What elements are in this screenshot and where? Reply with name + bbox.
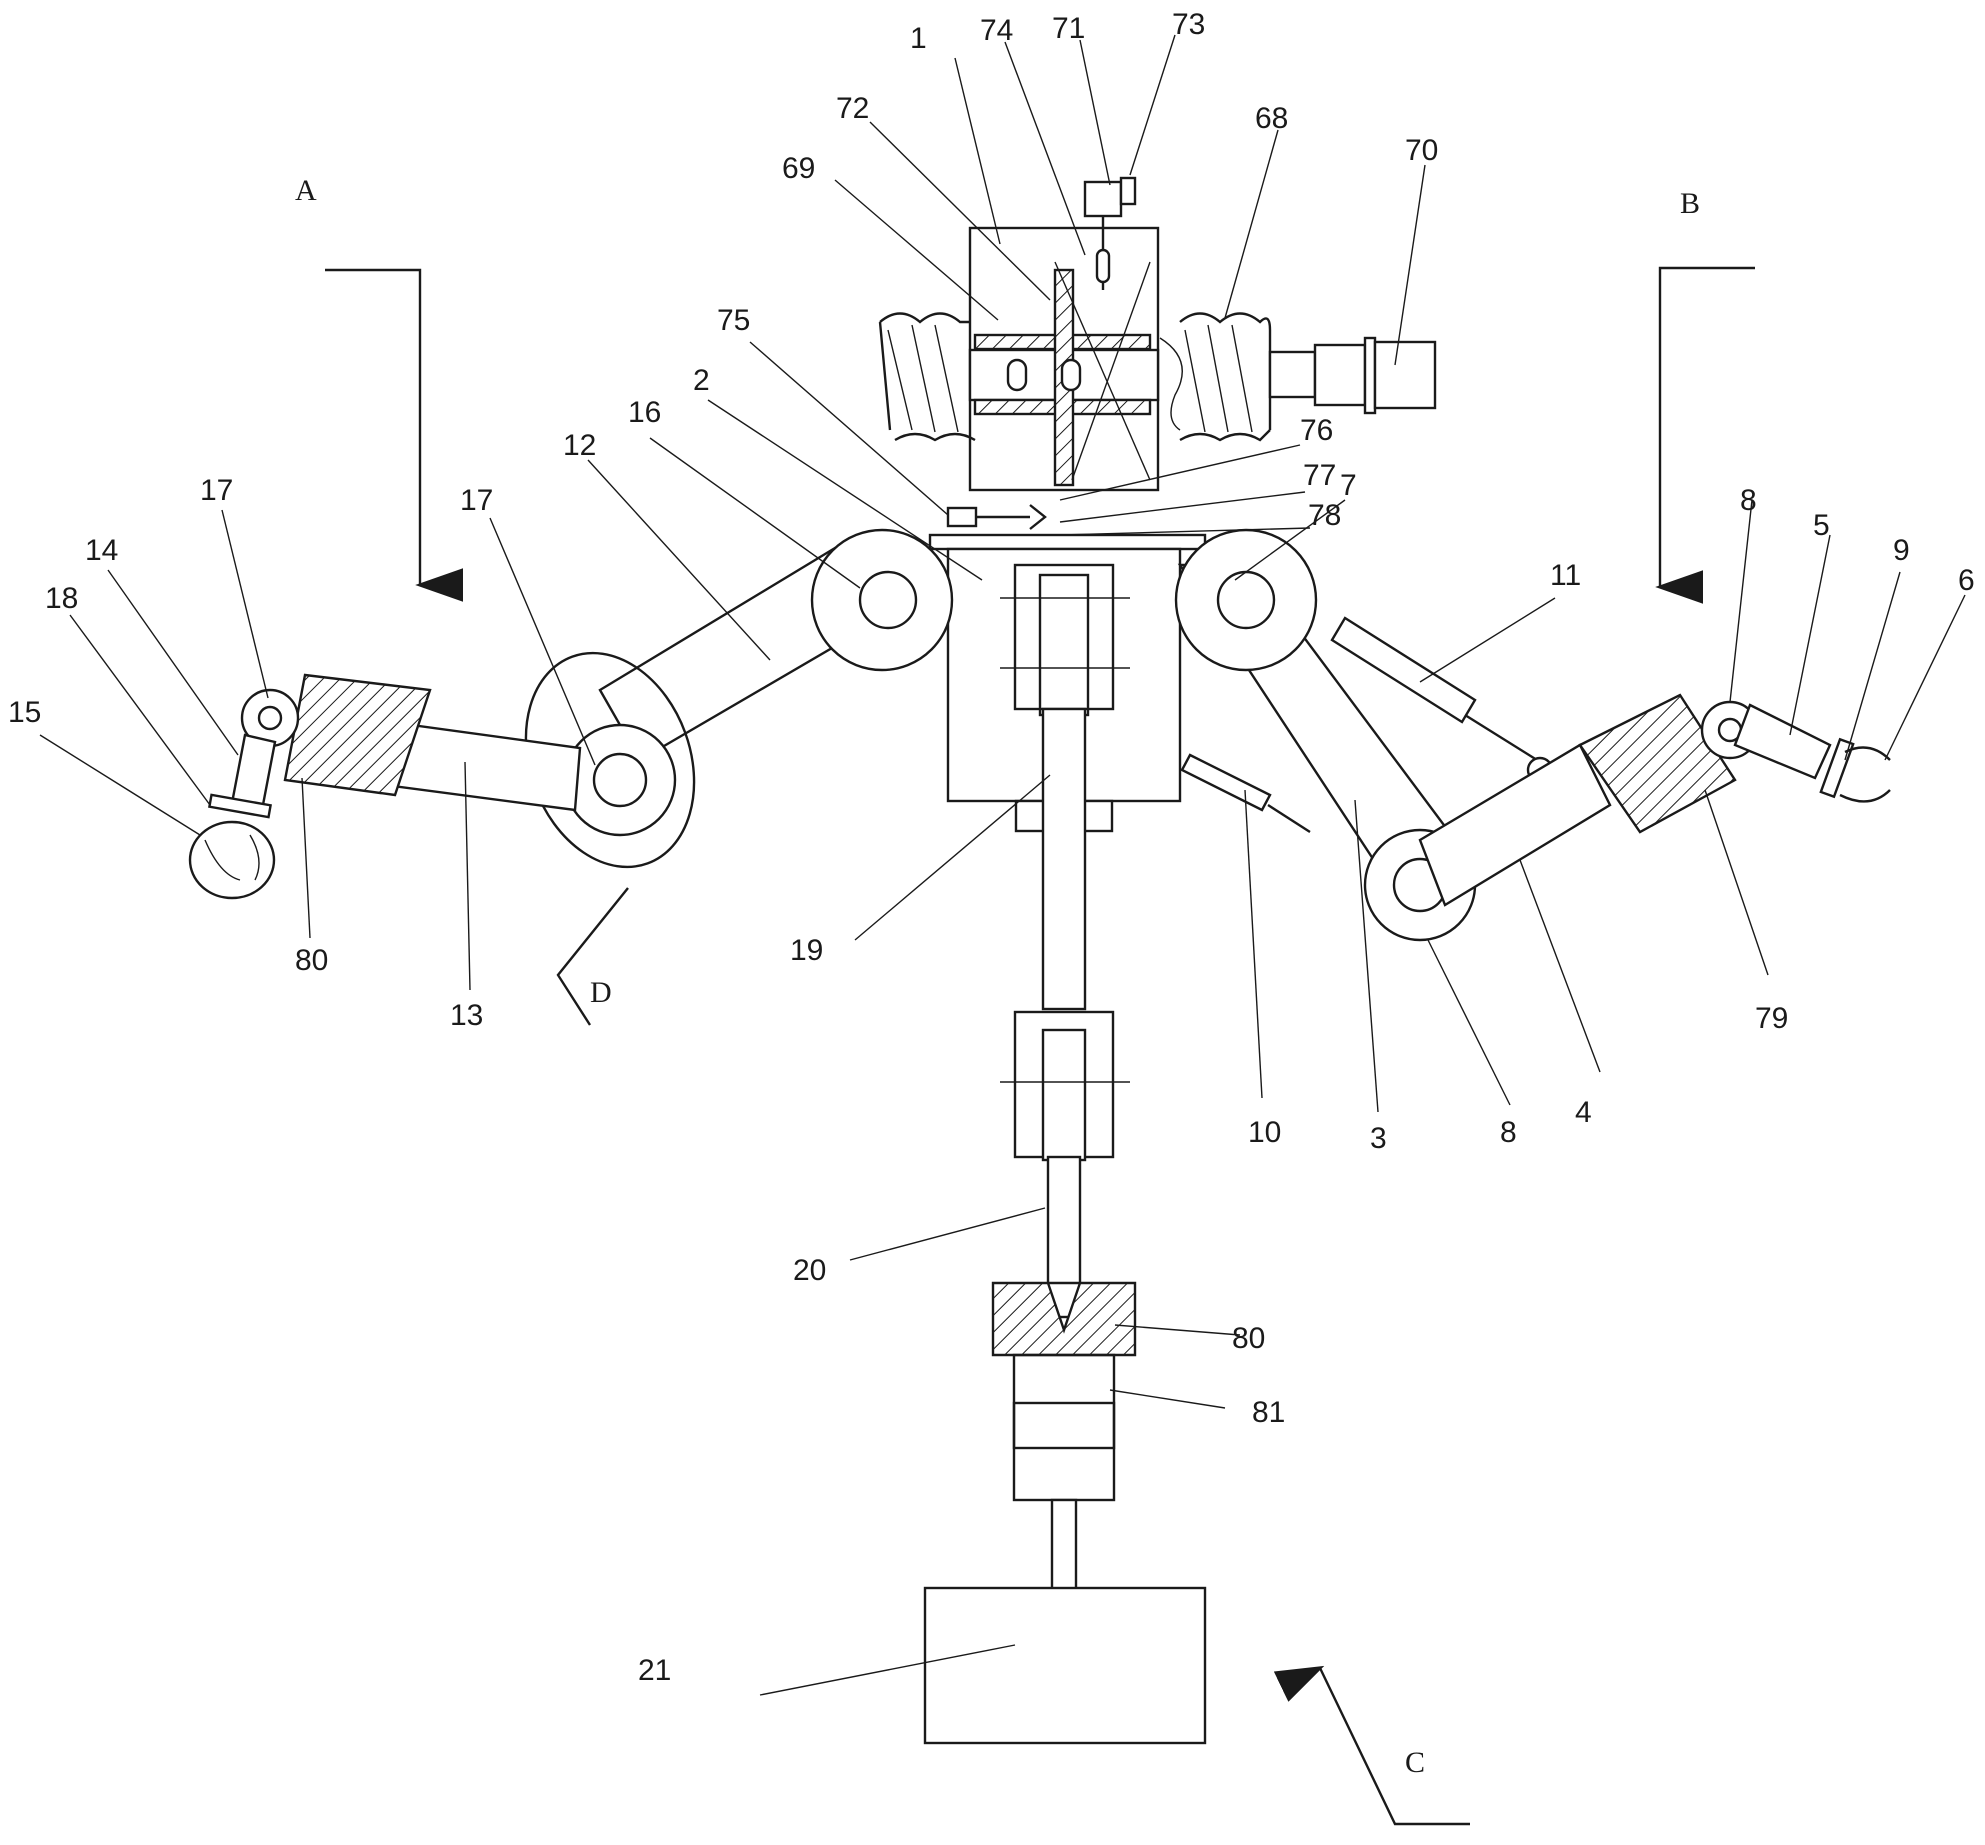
section-arrow-b (1660, 268, 1755, 587)
label-77: 77 (1303, 459, 1336, 492)
label-10: 10 (1248, 1116, 1281, 1149)
label-18: 18 (45, 582, 78, 615)
label-3: 3 (1370, 1122, 1387, 1155)
base-21 (925, 1588, 1205, 1743)
label-17-mid: 17 (460, 484, 493, 517)
label-79: 79 (1755, 1002, 1788, 1035)
label-4: 4 (1575, 1096, 1592, 1129)
section-arrow-a (325, 270, 420, 585)
label-68: 68 (1255, 102, 1288, 135)
label-12: 12 (563, 429, 596, 462)
label-73: 73 (1172, 8, 1205, 41)
label-6: 6 (1958, 564, 1975, 597)
label-17-left: 17 (200, 474, 233, 507)
label-72: 72 (836, 92, 869, 125)
torso (925, 549, 1205, 1743)
right-arm (1176, 530, 1890, 940)
rod-20 (1048, 1157, 1080, 1317)
section-label-d: D (590, 976, 612, 1009)
label-81: 81 (1252, 1396, 1285, 1429)
label-9: 9 (1893, 534, 1910, 567)
label-71: 71 (1052, 12, 1085, 45)
spine-rod-19 (1043, 709, 1085, 1009)
label-21: 21 (638, 1654, 671, 1687)
label-76: 76 (1300, 414, 1333, 447)
label-78: 78 (1308, 499, 1341, 532)
section-label-a: A (295, 174, 317, 207)
label-7: 7 (1340, 469, 1357, 502)
label-15: 15 (8, 696, 41, 729)
section-label-b: B (1680, 187, 1700, 220)
label-8-top: 8 (1740, 484, 1757, 517)
label-2: 2 (693, 364, 710, 397)
screw-left-top (880, 314, 970, 323)
label-8-bottom: 8 (1500, 1116, 1517, 1149)
label-19: 19 (790, 934, 823, 967)
label-75: 75 (717, 304, 750, 337)
left-arm (190, 530, 952, 898)
label-69: 69 (782, 152, 815, 185)
label-14: 14 (85, 534, 118, 567)
label-20: 20 (793, 1254, 826, 1287)
section-arrow-c (1320, 1668, 1470, 1824)
label-70: 70 (1405, 134, 1438, 167)
label-80-left: 80 (295, 944, 328, 977)
label-11: 11 (1550, 559, 1581, 592)
section-label-c: C (1405, 1746, 1425, 1779)
label-74: 74 (980, 14, 1013, 47)
label-5: 5 (1813, 509, 1830, 542)
label-13: 13 (450, 999, 483, 1032)
label-16: 16 (628, 396, 661, 429)
label-80-bottom: 80 (1232, 1322, 1265, 1355)
label-1: 1 (910, 22, 927, 55)
